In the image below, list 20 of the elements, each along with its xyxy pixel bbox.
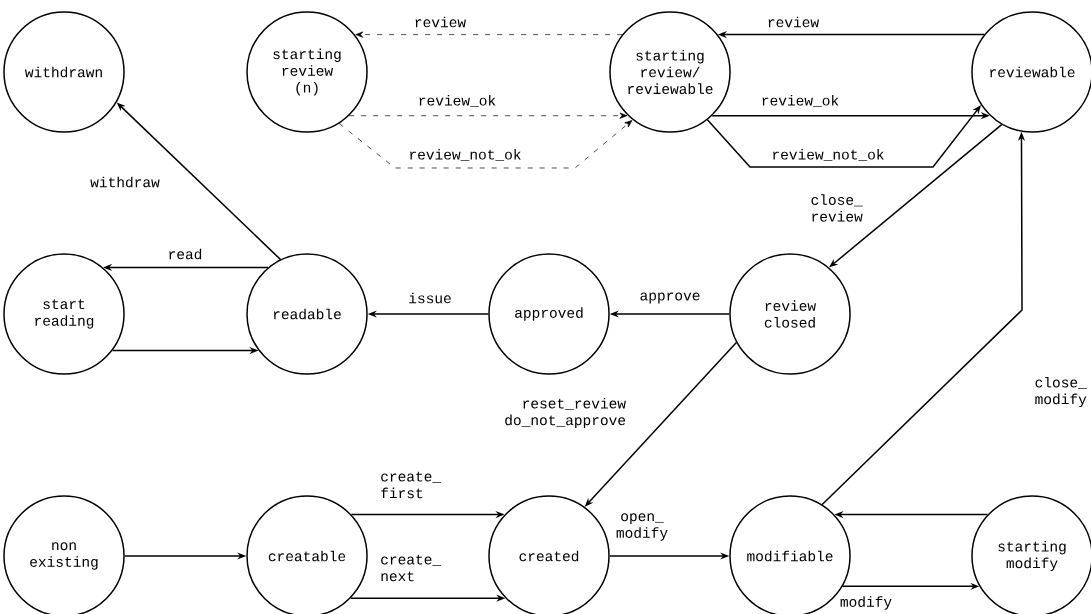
edge-label: issue bbox=[409, 292, 451, 304]
arrow bbox=[355, 31, 623, 38]
edge-label: review_not_ok bbox=[773, 148, 884, 161]
edge-label: review_not_ok bbox=[410, 148, 521, 161]
edge-label: create_ first bbox=[381, 471, 442, 499]
edge-label: create_ next bbox=[381, 554, 442, 582]
edge-label: close_ review bbox=[811, 194, 863, 222]
edge-label: review_ok bbox=[762, 94, 839, 107]
edge-label: modify bbox=[840, 596, 892, 610]
edge-label: read bbox=[169, 248, 202, 260]
edge-label: review bbox=[415, 16, 466, 28]
edge-label: review_ok bbox=[419, 94, 496, 107]
edge-label: approve bbox=[640, 292, 700, 304]
edge-label: withdraw bbox=[90, 176, 160, 188]
arrow bbox=[348, 112, 628, 119]
arrow bbox=[338, 120, 633, 169]
edge-label: open_ modify bbox=[616, 513, 668, 541]
edge-label: close_ modify bbox=[1035, 376, 1087, 408]
edge-label: review bbox=[768, 16, 819, 28]
edge-label: reset_review do_not_approve bbox=[505, 397, 626, 429]
